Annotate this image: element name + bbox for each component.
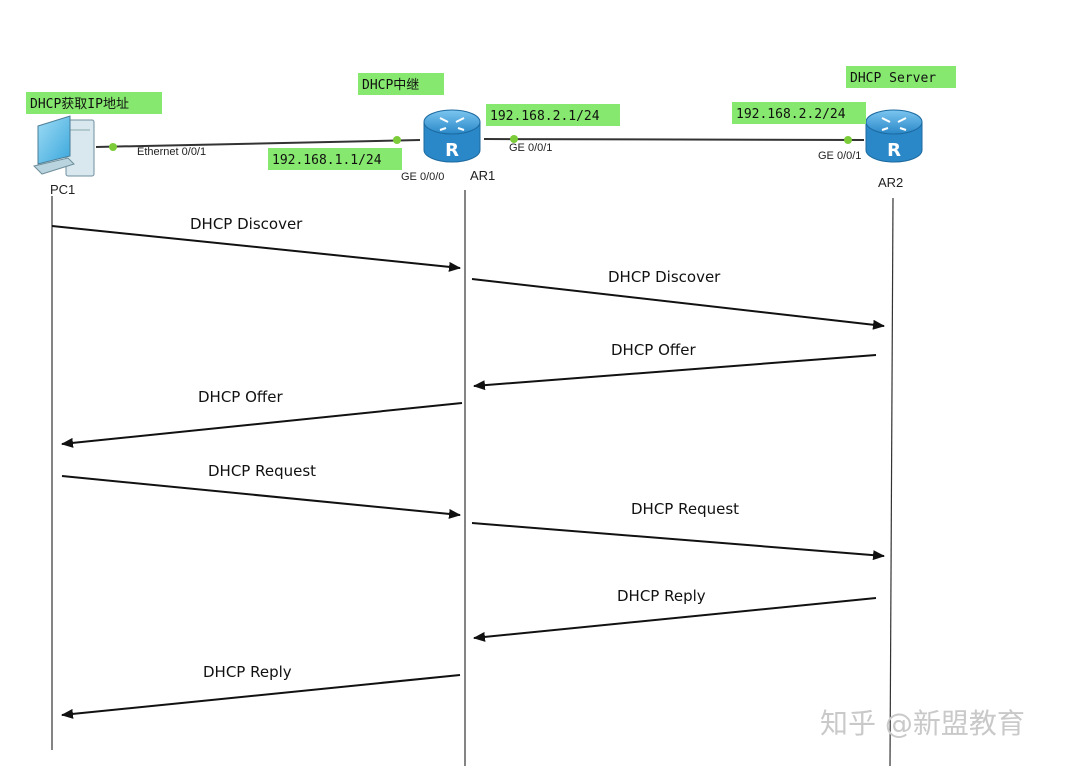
ar1-ge001-label: GE 0/0/1 [509,142,552,154]
watermark: 知乎 @新盟教育 [820,707,1025,740]
tag-bg [486,104,620,126]
link-pc1-ar1 [95,139,421,148]
message-label: DHCP Reply [203,663,292,681]
message-arrow [473,597,877,642]
svg-text:R: R [887,140,901,161]
message-arrow [61,475,461,519]
message-arrow [471,522,885,561]
message-arrow [61,674,461,719]
message-label: DHCP Discover [190,215,303,233]
ar2-role-tag: DHCP Server [850,71,936,86]
ar2-lifeline [889,197,894,767]
tag-bg [732,102,866,124]
message-label: DHCP Request [631,500,739,518]
pc1-role-tag: DHCP获取IP地址 [30,97,129,112]
message-arrow [473,354,877,391]
router-icon: R [423,109,481,163]
tag-bg [268,148,402,170]
message-arrow [61,402,463,448]
message-label: DHCP Reply [617,587,706,605]
port-dot [393,136,401,144]
message-label: DHCP Offer [198,388,283,406]
message-arrow [471,278,885,330]
ar2-ge001-label: GE 0/0/1 [818,150,861,162]
port-dot [844,136,852,144]
ar1-role-tag: DHCP中继 [362,78,419,93]
ar1-ge000-ip: 192.168.1.1/24 [272,153,382,168]
message-label: DHCP Offer [611,341,696,359]
tag-bg [846,66,956,88]
port-dot [510,135,518,143]
ar2-ge001-ip: 192.168.2.2/24 [736,107,846,122]
pc1-port-label: Ethernet 0/0/1 [137,146,206,158]
ar1-ge001-ip: 192.168.2.1/24 [490,109,600,124]
svg-text:R: R [445,140,459,161]
message-label: DHCP Discover [608,268,721,286]
pc-icon [33,115,95,177]
ar2-name: AR2 [878,175,903,190]
tag-bg [26,92,162,114]
message-arrow [51,225,461,272]
ar1-name: AR1 [470,168,495,183]
message-label: DHCP Request [208,462,316,480]
pc1-name: PC1 [50,182,75,197]
link-ar1-ar2 [483,138,865,141]
tag-bg [358,73,444,95]
router-icon: R [865,109,923,163]
port-dot [109,143,117,151]
ar1-ge000-label: GE 0/0/0 [401,171,444,183]
